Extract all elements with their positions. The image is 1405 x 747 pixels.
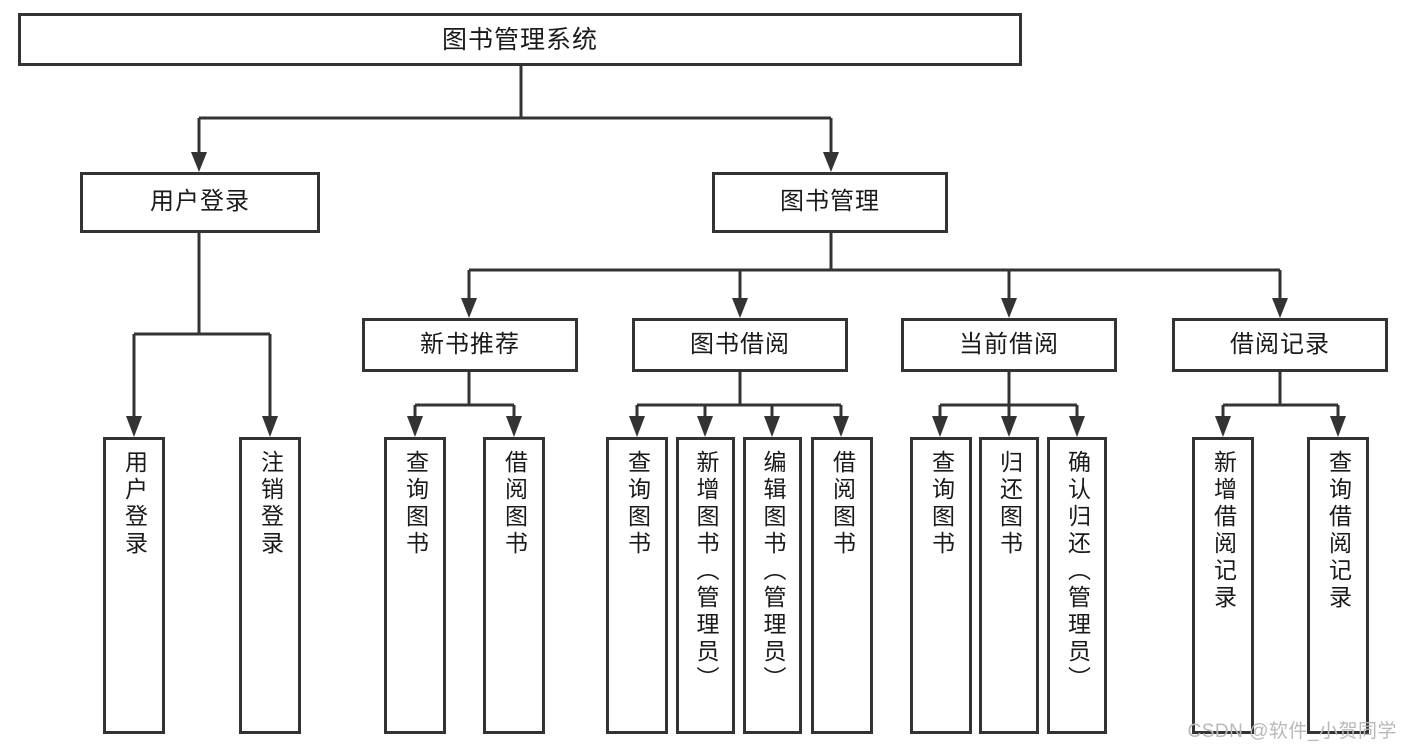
leaf-label: 归还图书 [996, 450, 1023, 558]
leaf-confirm-return-admin[interactable]: 确认归还（管理员） [1047, 437, 1107, 734]
leaf-query-borrow-record[interactable]: 查询借阅记录 [1307, 437, 1369, 734]
leaf-query-book-recommend[interactable]: 查询图书 [384, 437, 446, 734]
node-new-book-recommend[interactable]: 新书推荐 [362, 318, 578, 372]
node-label: 借阅记录 [1230, 330, 1330, 358]
leaf-label: 查询借阅记录 [1325, 450, 1352, 612]
leaf-borrow-book-recommend[interactable]: 借阅图书 [483, 437, 545, 734]
leaf-add-book-admin[interactable]: 新增图书（管理员） [676, 437, 735, 734]
leaf-label: 新增图书（管理员） [693, 450, 719, 693]
node-label: 用户登录 [150, 188, 250, 216]
leaf-label: 借阅图书 [501, 450, 528, 558]
csdn-watermark: CSDN @软件_小贺同学 [1187, 721, 1397, 742]
leaf-label: 查询图书 [928, 450, 955, 558]
node-label: 当前借阅 [959, 330, 1059, 358]
leaf-label: 注销登录 [257, 450, 284, 558]
leaf-add-borrow-record[interactable]: 新增借阅记录 [1192, 437, 1254, 734]
leaf-label: 编辑图书（管理员） [760, 450, 786, 693]
node-label: 图书管理 [780, 188, 880, 216]
node-label: 新书推荐 [420, 330, 520, 358]
leaf-label: 借阅图书 [829, 450, 856, 558]
node-label: 图书借阅 [690, 330, 790, 358]
node-user-login[interactable]: 用户登录 [80, 172, 320, 233]
leaf-user-login[interactable]: 用户登录 [103, 437, 165, 734]
leaf-edit-book-admin[interactable]: 编辑图书（管理员） [743, 437, 802, 734]
leaf-label: 查询图书 [624, 450, 651, 558]
leaf-query-book-borrow[interactable]: 查询图书 [606, 437, 668, 734]
leaf-borrow-book[interactable]: 借阅图书 [811, 437, 873, 734]
leaf-label: 用户登录 [121, 450, 148, 558]
node-borrow-record[interactable]: 借阅记录 [1172, 318, 1388, 372]
leaf-label: 确认归还（管理员） [1064, 450, 1091, 693]
node-root-system[interactable]: 图书管理系统 [18, 13, 1022, 66]
node-book-borrow[interactable]: 图书借阅 [632, 318, 848, 372]
leaf-label: 新增借阅记录 [1210, 450, 1237, 612]
node-current-borrow[interactable]: 当前借阅 [901, 318, 1117, 372]
node-book-manage[interactable]: 图书管理 [712, 172, 948, 233]
node-label: 图书管理系统 [441, 25, 598, 54]
leaf-query-book-current[interactable]: 查询图书 [910, 437, 972, 734]
leaf-user-logout[interactable]: 注销登录 [239, 437, 301, 734]
leaf-label: 查询图书 [402, 450, 429, 558]
leaf-return-book[interactable]: 归还图书 [979, 437, 1039, 734]
